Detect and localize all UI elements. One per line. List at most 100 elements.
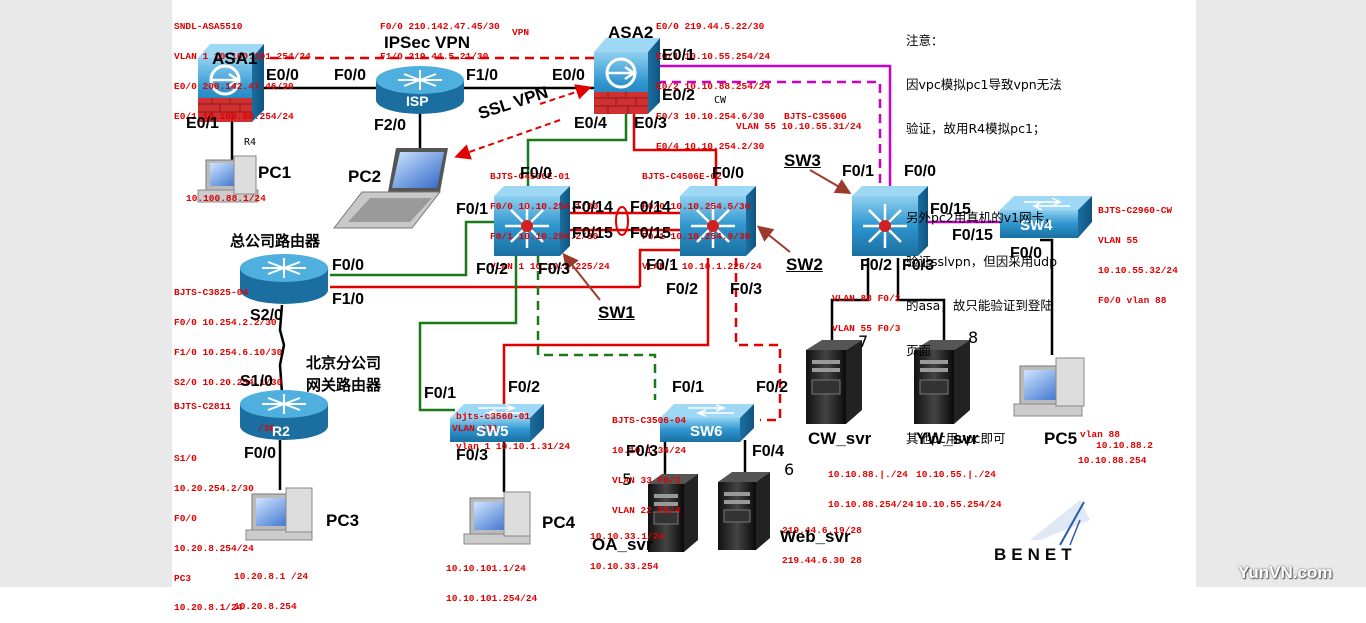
sw5-access-switch[interactable] <box>450 404 544 442</box>
vpn-small-label: VPN <box>512 27 530 38</box>
sw5-vlan1-ip: vlan 1 10.10.1.31/24 <box>456 440 571 452</box>
link-hq-sw1 <box>330 220 497 277</box>
pc4-name: PC4 <box>542 513 576 532</box>
link-sw1-sw5 <box>418 256 518 412</box>
cw-server[interactable] <box>806 340 862 424</box>
note-line-8: 页面 <box>906 342 932 358</box>
sw2-f015-port: F0/15 <box>630 225 671 242</box>
hq-router[interactable] <box>240 254 328 304</box>
asa2-e04-ip: E0/4 10.10.254.2/30 <box>656 140 765 152</box>
sw4-f00-port: F0/0 <box>1010 245 1043 262</box>
green-links <box>330 112 628 412</box>
hq-router-f00-port: F0/0 <box>332 257 365 274</box>
r2-s10-label: S1/0 <box>174 452 197 464</box>
sw1-f01-port: F0/1 <box>456 201 489 218</box>
sw4-info: BJTS-C2960-CW VLAN 55 10.10.55.32/24 F0/… <box>1098 186 1178 316</box>
ssl-vpn-arrow-up <box>539 84 592 105</box>
pc5-name: PC5 <box>1044 429 1078 448</box>
r2-mask: /30 <box>258 423 276 434</box>
link-asa2-sw1 <box>526 112 628 190</box>
sw6-f02-port: F0/2 <box>756 379 789 396</box>
ipsec-vpn-label: IPSec VPN <box>384 33 470 52</box>
yw-server-ip: 10.10.55.|./24 <box>916 468 996 480</box>
pc1-computer[interactable] <box>197 155 259 203</box>
link-hq-r2 <box>278 304 286 394</box>
hq-router-f10-ip: F1/0 10.254.6.10/30 <box>174 346 283 358</box>
pc2-laptop[interactable] <box>332 148 448 229</box>
asa2-e02-ip: E0/2 10.10.88.254/24 <box>656 80 771 92</box>
sw5-f03-port: F0/3 <box>456 447 489 464</box>
link-sw2-f01 <box>638 248 682 287</box>
yw-server[interactable] <box>914 340 970 424</box>
sw4-name: SW4 <box>1020 217 1053 234</box>
sw3-f01-port: F0/1 <box>842 163 875 180</box>
asa2-e00-port: E0/0 <box>552 67 585 84</box>
sw6-access-switch[interactable] <box>660 404 754 442</box>
yw-server-name: YW_svr <box>916 429 979 448</box>
sw3-f00-port: F0/0 <box>904 163 937 180</box>
sw5-f02-port: F0/2 <box>508 379 541 396</box>
asa1-vlan1-ip: VLAN 1 10.100.101.254/24 <box>174 50 311 62</box>
oa-server-name: OA_svr <box>592 535 653 554</box>
isp-f20-port: F2/0 <box>374 117 407 134</box>
pc4-computer[interactable] <box>463 491 531 545</box>
note-line-10: 其他pc用vpc即可 <box>906 431 1006 447</box>
red-links <box>330 112 718 405</box>
oa-server[interactable] <box>648 474 698 552</box>
sw1-f00-port: F0/0 <box>520 165 553 182</box>
asa1-firewall[interactable] <box>198 44 264 122</box>
isp-f00-port: F0/0 <box>334 67 367 84</box>
link-asa2-sw3 <box>655 64 892 190</box>
note-line-1: 注意： <box>906 32 944 48</box>
sw5-info: bjts-c3560-01 vlan 1 10.10.1.31/24 <box>456 392 570 462</box>
note-line-7: 的asa，故只能验证到登陆 <box>906 298 1053 314</box>
isp-f10-ip: F1/0 219.44.5.21/30 <box>380 50 489 62</box>
sw1-core-switch[interactable] <box>494 186 570 256</box>
sw3-f03-port: F0/3 <box>902 257 935 274</box>
pc1-note: R4 <box>244 137 257 148</box>
asa1-model: SNDL-ASA5510 <box>174 20 243 32</box>
sw1-callout-arrow <box>562 252 601 301</box>
note-line-9 <box>906 388 1062 403</box>
hq-router-model: BJTS-C3825-04 <box>174 286 249 298</box>
link-asa2-sw2 <box>632 112 718 190</box>
benet-logo <box>1030 500 1090 546</box>
sw1-f014-port: F0/14 <box>572 199 613 216</box>
sw1-f01-ip: F0/1 10.10.254.2/30 <box>490 230 599 242</box>
r2-router[interactable] <box>240 390 328 440</box>
asa2-firewall[interactable] <box>594 38 660 114</box>
pc3-computer[interactable] <box>245 487 313 541</box>
web-server[interactable] <box>718 472 770 550</box>
sw4-access-switch[interactable] <box>1000 196 1092 238</box>
sw3-f02-port: F0/2 <box>860 257 893 274</box>
sw2-f01-port: F0/1 <box>646 257 679 274</box>
sw1-info: BJTS-C4506E-01 F0/0 10.10.254.1/30 F0/1 … <box>490 152 610 282</box>
pc5-computer[interactable] <box>1013 357 1085 417</box>
asa1-e01-port: E0/1 <box>186 115 219 132</box>
r2-model: BJTS-C2811 <box>174 401 232 412</box>
isp-router[interactable] <box>376 66 464 114</box>
note-line-5: 另外pc2用真机的v1网卡， <box>906 209 1057 225</box>
isp-f10-port: F1/0 <box>466 67 499 84</box>
hq-router-s20-port: S2/0 <box>250 307 283 324</box>
sw2-f014-port: F0/14 <box>630 199 671 216</box>
sw2-model: BJTS-C4506E-02 <box>642 170 722 182</box>
sw2-core-switch[interactable] <box>680 186 756 256</box>
hq-router-f10-port: F1/0 <box>332 291 365 308</box>
web-server-addr: 219.44.6.19/28 219.44.6.30 28 <box>782 506 862 576</box>
sw6-vlan1-ip: 10.10.1.34/24 <box>612 444 687 456</box>
link-sw2-sw6 <box>734 258 782 422</box>
pc4-addr: 10.10.101.1/24 10.10.101.254/24 <box>446 544 537 614</box>
sw3-core-switch[interactable] <box>852 186 928 256</box>
hq-router-info: BJTS-C3825-04 F0/0 10.254.2.2/30 F1/0 10… <box>174 268 282 398</box>
r2-s10-ip: 10.20.254.2/30 <box>174 482 254 494</box>
hq-router-f00-ip: F0/0 10.254.2.2/30 <box>174 316 277 328</box>
hq-router-name: 总公司路由器 <box>230 232 321 250</box>
sw2-name: SW2 <box>786 255 823 274</box>
web-server-name: Web_svr <box>780 527 851 546</box>
asa2-e01-ip: E0/1 10.10.55.254/24 <box>656 50 771 62</box>
sw6-vlan33: VLAN 33 F0/3 <box>612 474 681 486</box>
sw4-model: BJTS-C2960-CW <box>1098 204 1173 216</box>
sw6-f04-port: F0/4 <box>752 443 785 460</box>
asa1-e01-ip: E0/1 10.100.88.254/24 <box>174 110 294 122</box>
